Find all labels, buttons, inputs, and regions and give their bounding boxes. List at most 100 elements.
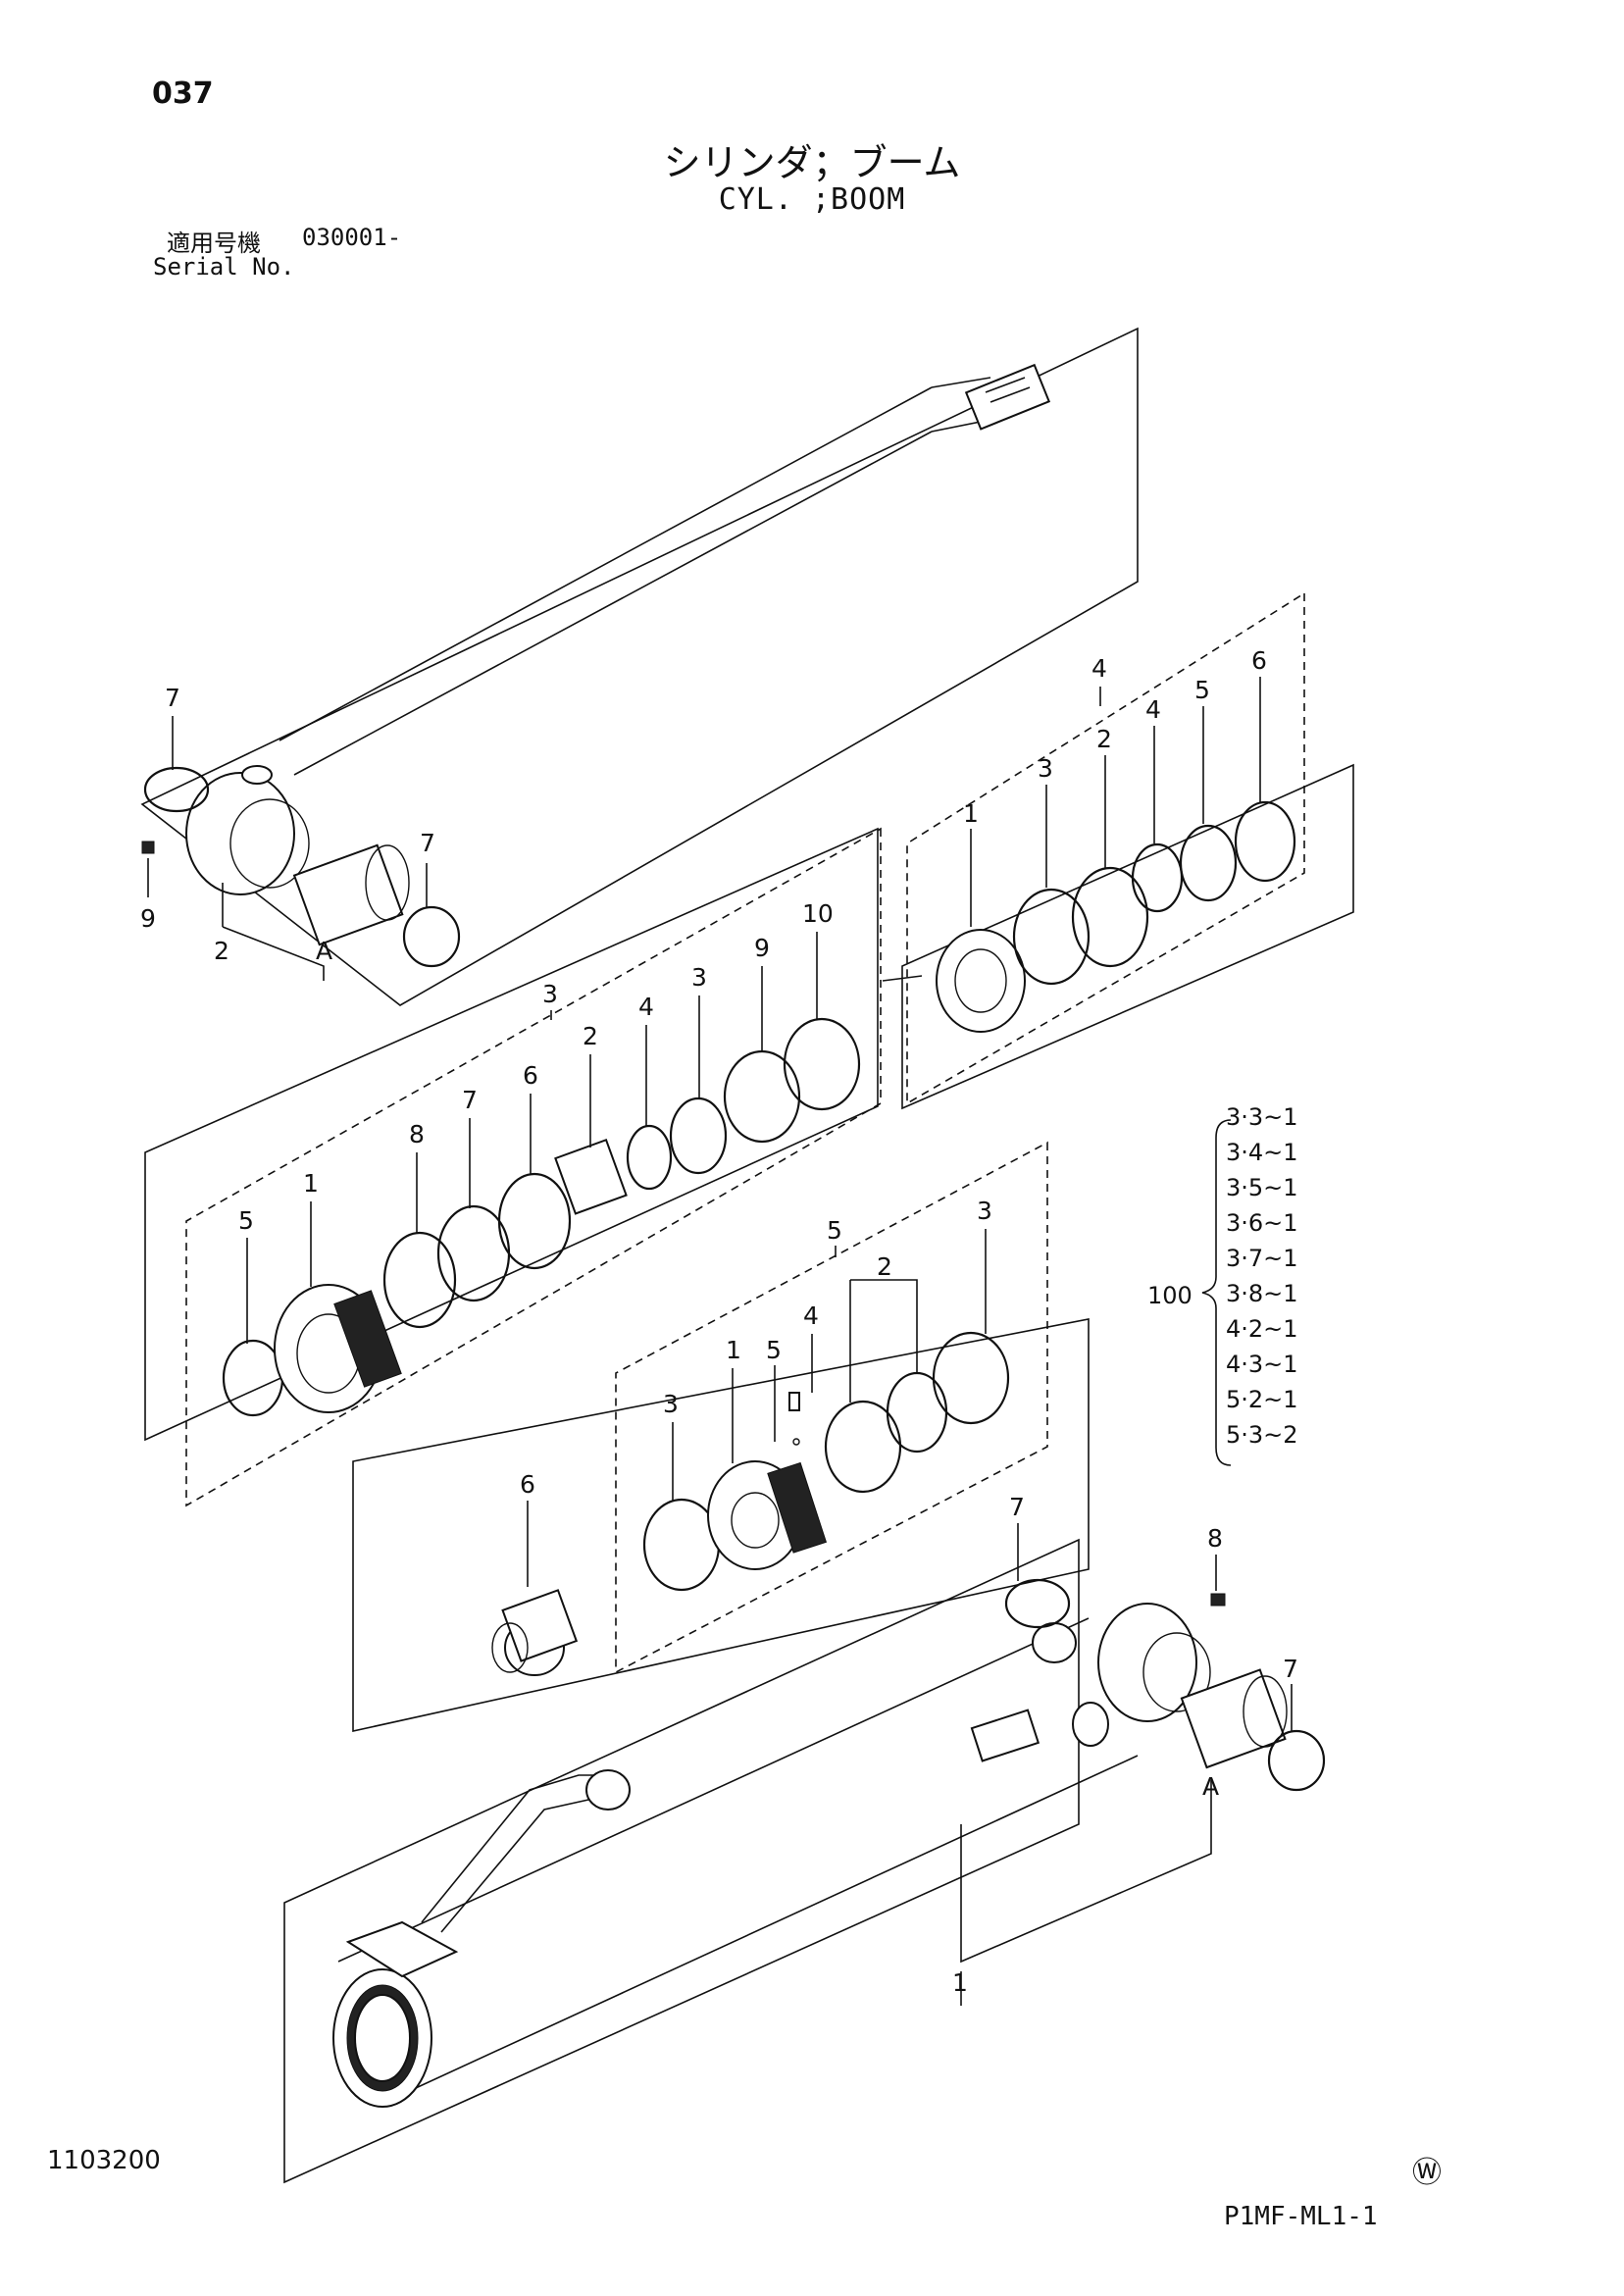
- g5-piston-groove: [767, 1461, 828, 1554]
- tube-pipe-fitting: [585, 1769, 631, 1811]
- footer-code: P1MF-ML1-1: [1224, 2202, 1378, 2231]
- tube-seal-ring-top: [1004, 1578, 1071, 1629]
- diagram-title-english: CYL. ;BOOM: [718, 182, 906, 217]
- watermark-icon: Ⓦ: [1412, 2156, 1442, 2190]
- callout-g3-seal-5: 5: [238, 1206, 254, 1235]
- page-number: 037: [152, 77, 214, 111]
- tube-eye-bore: [1142, 1632, 1211, 1712]
- callout-g3-ring-8: 8: [409, 1120, 425, 1148]
- group-4-parts: 4 1 3 2 4 5 6: [882, 591, 1354, 1110]
- legend-item: 3·5~1: [1226, 1174, 1298, 1201]
- callout-g3-ring-6: 6: [523, 1061, 538, 1090]
- callout-g4-piston: 1: [963, 799, 979, 828]
- g4-ring-6: [1234, 800, 1296, 883]
- cylinder-tube-assembly: 6 7 8 7 A 1: [283, 1470, 1326, 2184]
- callout-g3-ring-9: 9: [754, 934, 770, 962]
- serial-number-value: 030001-: [302, 224, 402, 251]
- g4-piston-bore: [954, 948, 1007, 1013]
- callout-tube-grease-nipple: 8: [1207, 1524, 1223, 1553]
- legend-item: 4·2~1: [1226, 1315, 1298, 1343]
- callout-g5-screw: 5: [766, 1336, 782, 1364]
- rod-bushing: [292, 843, 404, 946]
- group-3-parts: 3 5 1 8 7 6 2 4 3 9 10: [144, 827, 882, 1507]
- rod-body-lower-edge: [293, 431, 933, 776]
- group-5-solid-frame: [352, 1318, 1090, 1732]
- callout-g5-ball: 4: [803, 1301, 819, 1330]
- tube-outline-frame: [283, 1538, 1080, 2184]
- g3-ring-6: [497, 1172, 572, 1270]
- legend-code: 100: [1147, 1282, 1193, 1309]
- leader-line: [960, 1819, 1212, 1964]
- rod-body-upper-edge: [279, 386, 933, 741]
- g5-set-screw: [788, 1392, 800, 1411]
- callout-g3-ring-4: 4: [638, 993, 654, 1021]
- callout-group-5: 5: [827, 1216, 842, 1245]
- tube-lower-edge: [391, 1755, 1139, 2100]
- g4-ring-5: [1179, 824, 1238, 902]
- tube-bushing-6-body: [501, 1589, 579, 1662]
- callout-rod-seal-bushing: 7: [420, 829, 435, 857]
- tube-upper-edge: [337, 1617, 1090, 1963]
- rod-bracket-outline: [140, 327, 1139, 1006]
- callout-group-3: 3: [542, 980, 558, 1008]
- diagram-title-japanese: シリンダ；ブーム: [663, 141, 961, 184]
- document-code: 1103200: [47, 2146, 161, 2175]
- callout-g3-ring-3: 3: [691, 963, 707, 992]
- leader-line: [222, 926, 325, 981]
- group-4-solid-frame: [901, 763, 1354, 1110]
- callout-tube-seal-top: 7: [1009, 1493, 1025, 1521]
- rod-eye: [185, 772, 295, 895]
- legend-item: 3·8~1: [1226, 1280, 1298, 1307]
- g5-ring-2b: [886, 1371, 948, 1454]
- callout-rod-bushing: A: [316, 937, 332, 965]
- bushing-6-end: [491, 1622, 529, 1673]
- g5-ball: [792, 1438, 800, 1446]
- g4-piston: [936, 929, 1026, 1033]
- g3-ring-3: [669, 1097, 728, 1175]
- callout-g3-ring-7: 7: [462, 1086, 478, 1114]
- g4-ring-2: [1071, 866, 1149, 968]
- thread-line: [990, 386, 1031, 403]
- callout-tube-seal-bushing: 7: [1283, 1655, 1298, 1683]
- tube-bushing-a: [1180, 1668, 1287, 1769]
- tube-grease-nipple-icon: [1210, 1593, 1226, 1607]
- g3-seal-5: [222, 1339, 284, 1417]
- legend-item: 4·3~1: [1226, 1351, 1298, 1378]
- group-4-dashed-box: [906, 591, 1305, 1105]
- callout-g5-ring-2: 2: [877, 1252, 892, 1281]
- legend-brace: [1201, 1119, 1232, 1466]
- g4-ring-3: [1012, 888, 1091, 986]
- callout-g4-ring-3: 3: [1038, 754, 1053, 783]
- callout-rod-grease-nipple: 9: [140, 904, 156, 933]
- legend-item: 3·3~1: [1226, 1103, 1298, 1131]
- piston-rod-assembly: 7 7 9 2 A: [140, 327, 1139, 1006]
- tube-eye-fitting: [1072, 1702, 1109, 1747]
- tube-seal-ring-bushing: [1267, 1729, 1326, 1792]
- g3-ring-9: [723, 1049, 801, 1144]
- callout-g5-piston: 1: [726, 1336, 741, 1364]
- g3-bushing-2: [554, 1138, 628, 1215]
- rod-thread: [964, 363, 1051, 431]
- callout-tube: 1: [952, 1968, 968, 1997]
- rod-seal-ring-top: [143, 766, 210, 813]
- serial-label-japanese: 適用号機: [167, 230, 261, 257]
- rod-eye-nipple-boss: [241, 765, 273, 785]
- callout-g3-ring-10: 10: [802, 899, 834, 928]
- legend-item: 5·2~1: [1226, 1386, 1298, 1413]
- callout-tube-bushing: 6: [520, 1470, 535, 1499]
- bushing-end: [365, 844, 410, 921]
- callout-g4-ring-4: 4: [1145, 695, 1161, 724]
- tube-bushing-a-end: [1243, 1675, 1288, 1748]
- g3-ring-4: [626, 1124, 673, 1191]
- callout-g5-seal-3: 3: [663, 1390, 679, 1418]
- callout-g3-head: 1: [303, 1169, 319, 1198]
- tube-port: [1032, 1622, 1077, 1663]
- legend-item: 5·3~2: [1226, 1421, 1298, 1449]
- rod-step: [931, 377, 991, 388]
- tube-pad: [345, 1920, 459, 1978]
- legend-item: 3·6~1: [1226, 1209, 1298, 1237]
- thread-line: [985, 377, 1026, 393]
- callout-g4-ring-5: 5: [1194, 676, 1210, 704]
- callout-tube-bushing-a: A: [1202, 1772, 1219, 1801]
